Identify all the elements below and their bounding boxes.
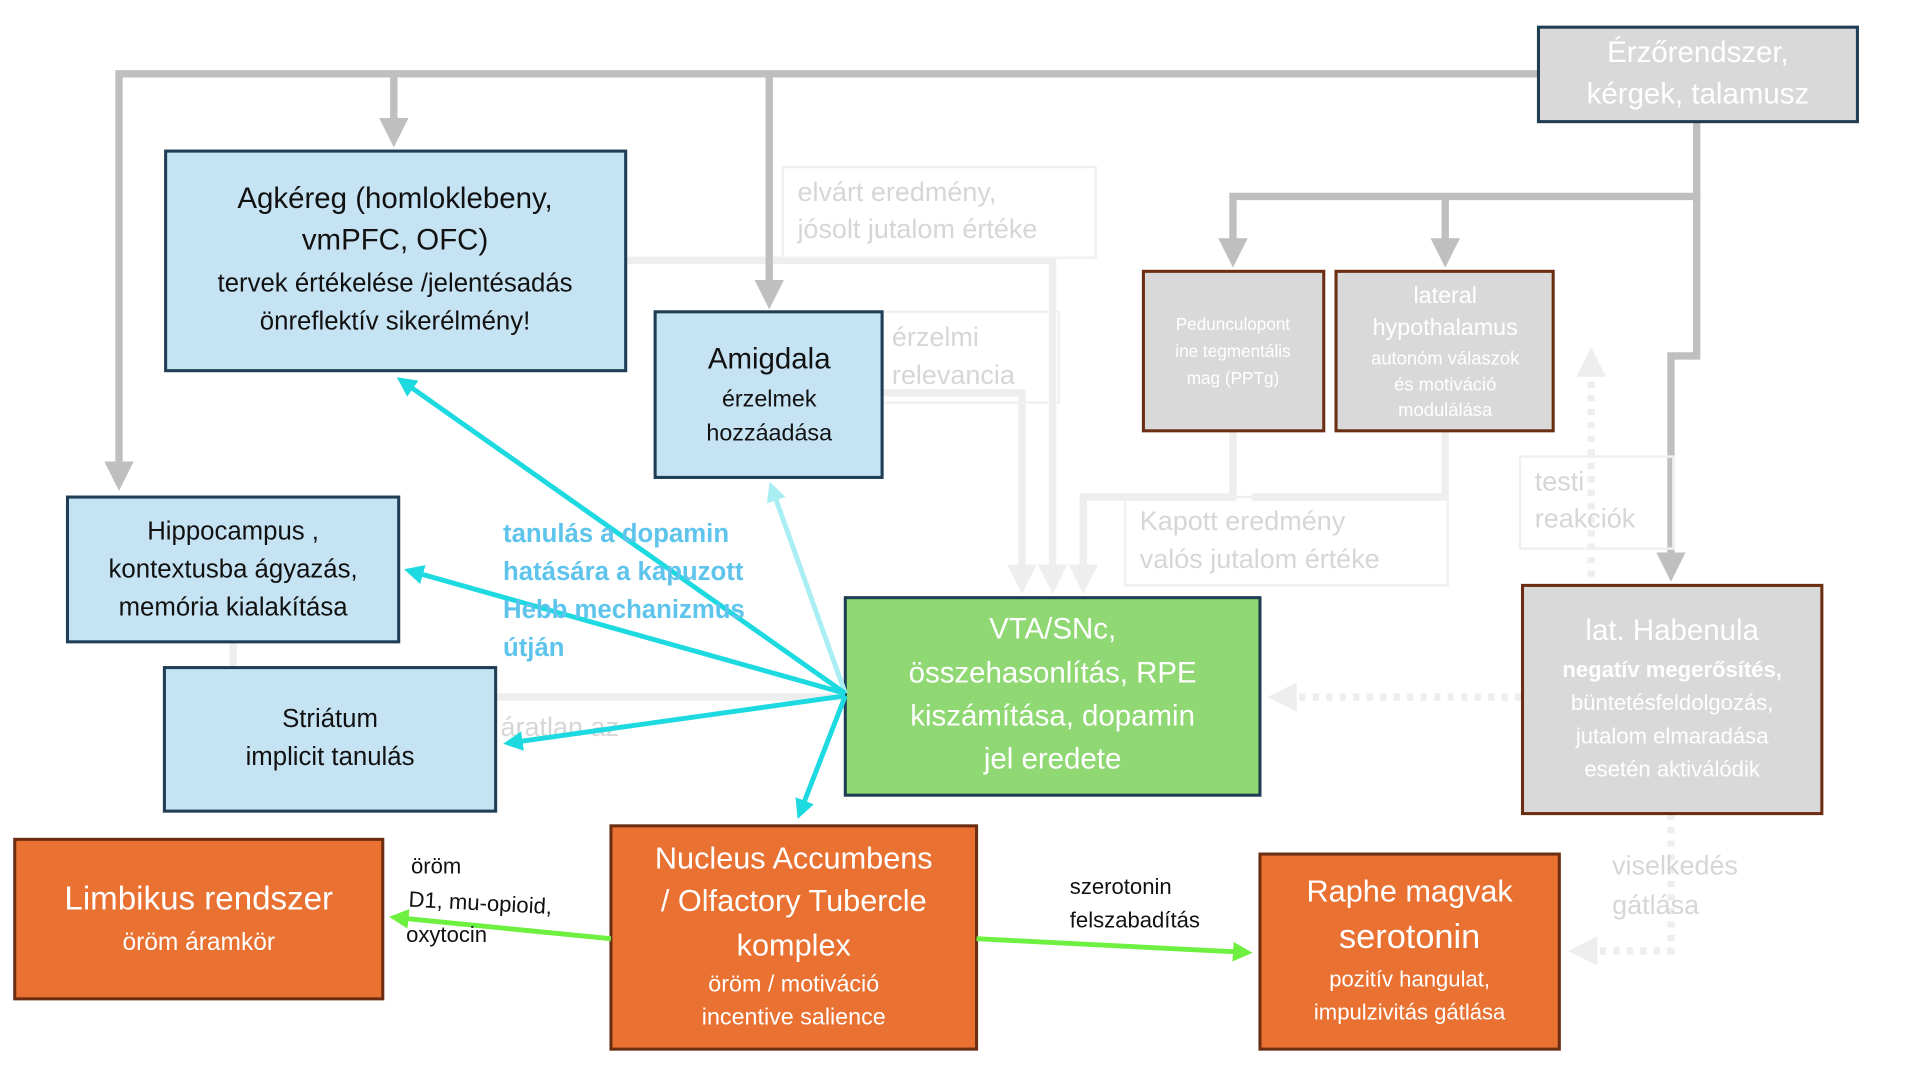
svg-text:oxytocin: oxytocin — [406, 922, 487, 947]
pleasure-label: öröm D1, mu-opioid, oxytocin — [406, 853, 553, 947]
svg-text:esetén aktiválódik: esetén aktiválódik — [1584, 756, 1760, 781]
svg-text:büntetésfeldolgozás,: büntetésfeldolgozás, — [1571, 690, 1774, 715]
svg-text:modulálása: modulálása — [1398, 399, 1493, 420]
arrow-nacc-to-raphe — [976, 936, 1253, 962]
label-received-2: valós jutalom értéke — [1140, 544, 1380, 574]
node-hippocampus: Hippocampus , kontextusba ágyazás, memór… — [65, 495, 401, 644]
svg-text:hypothalamus: hypothalamus — [1373, 314, 1518, 340]
sensory-connectors — [104, 70, 1701, 582]
svg-text:Limbikus rendszer: Limbikus rendszer — [64, 880, 333, 917]
svg-text:incentive salience: incentive salience — [702, 1004, 886, 1030]
svg-text:jel eredete: jel eredete — [983, 743, 1121, 776]
label-behavior-2: gátlása — [1612, 890, 1699, 920]
svg-text:érzelmek: érzelmek — [722, 385, 817, 411]
svg-text:serotonin: serotonin — [1339, 918, 1480, 956]
svg-text:Raphe magvak: Raphe magvak — [1307, 874, 1514, 908]
svg-text:Nucleus Accumbens: Nucleus Accumbens — [655, 841, 933, 875]
svg-text:összehasonlítás, RPE: összehasonlítás, RPE — [909, 657, 1197, 690]
node-sensory: Érzőrendszer, kérgek, talamusz — [1536, 25, 1859, 124]
node-vta: VTA/SNc, összehasonlítás, RPE kiszámítás… — [843, 596, 1262, 797]
svg-text:memória kialakítása: memória kialakítása — [119, 594, 349, 622]
arrow-vta-to-striatum — [503, 693, 846, 751]
svg-text:és motiváció: és motiváció — [1394, 373, 1496, 394]
svg-text:tanulás a dopamin: tanulás a dopamin — [503, 520, 729, 548]
svg-text:tervek értékelése /jelentésadá: tervek értékelése /jelentésadás — [218, 270, 573, 298]
node-hypothalamus: lateral hypothalamus autonóm válaszok és… — [1334, 269, 1555, 433]
arrow-vta-to-cortex — [396, 377, 847, 696]
label-emotional-1: érzelmi — [892, 322, 979, 352]
label-bodily-2: reakciók — [1535, 503, 1636, 533]
svg-text:Pedunculopont: Pedunculopont — [1176, 314, 1291, 334]
svg-text:hatására a kapuzott: hatására a kapuzott — [503, 558, 744, 586]
svg-text:szerotonin: szerotonin — [1070, 874, 1172, 899]
label-emotional-2: relevancia — [892, 360, 1015, 390]
arrow-amygdala-to-vta — [882, 389, 1037, 594]
label-expected-2: jósolt jutalom értéke — [796, 214, 1037, 244]
svg-text:önreflektív sikerélmény!: önreflektív sikerélmény! — [260, 308, 530, 336]
dopamine-arrows — [388, 377, 1253, 962]
svg-text:implicit tanulás: implicit tanulás — [246, 743, 415, 771]
node-amygdala: Amigdala érzelmek hozzáadása — [653, 310, 884, 479]
label-bodily-1: testi — [1535, 467, 1585, 497]
arrow-vta-to-nacc — [795, 694, 848, 820]
svg-text:impulzivitás gátlása: impulzivitás gátlása — [1314, 999, 1506, 1024]
svg-text:Érzőrendszer,: Érzőrendszer, — [1607, 36, 1789, 69]
svg-text:Hippocampus ,: Hippocampus , — [147, 517, 319, 545]
svg-text:jutalom elmaradása: jutalom elmaradása — [1575, 723, 1769, 748]
serotonin-label: szerotonin felszabadítás — [1070, 874, 1200, 932]
arrow-hypothalamus-to-vta — [1251, 430, 1449, 501]
node-cortex: Agkéreg (homloklebeny, vmPFC, OFC) terve… — [164, 149, 628, 373]
svg-text:kontextusba ágyazás,: kontextusba ágyazás, — [109, 555, 358, 583]
svg-text:vmPFC, OFC): vmPFC, OFC) — [302, 224, 488, 257]
arrow-sensory-to-hippocampus — [104, 70, 1539, 491]
svg-text:komplex: komplex — [737, 928, 851, 962]
svg-text:lat. Habenula: lat. Habenula — [1585, 614, 1759, 647]
node-pptg: Pedunculopont ine tegmentális mag (PPTg) — [1141, 269, 1326, 433]
node-raphe: Raphe magvak serotonin pozitív hangulat,… — [1258, 852, 1561, 1051]
svg-text:Hebb mechanizmus: Hebb mechanizmus — [503, 596, 745, 624]
faint-connectors — [229, 256, 1675, 966]
svg-text:útján: útján — [503, 634, 565, 662]
svg-text:öröm áramkör: öröm áramkör — [122, 929, 275, 956]
label-received-1: Kapott eredmény — [1140, 506, 1346, 536]
svg-text:Amigdala: Amigdala — [708, 343, 831, 376]
node-habenula: lat. Habenula negatív megerősítés, bünte… — [1520, 583, 1824, 816]
arrow-nacc-to-limbic — [388, 909, 612, 942]
svg-text:kérgek, talamusz: kérgek, talamusz — [1587, 78, 1810, 111]
svg-text:öröm / motiváció: öröm / motiváció — [708, 970, 879, 996]
svg-text:felszabadítás: felszabadítás — [1070, 907, 1200, 932]
arrow-vta-to-amygdala — [766, 481, 848, 695]
svg-text:öröm: öröm — [411, 853, 461, 878]
arrow-habenula-to-raphe — [1567, 813, 1675, 966]
svg-text:pozitív hangulat,: pozitív hangulat, — [1329, 966, 1490, 991]
svg-text:hozzáadása: hozzáadása — [706, 420, 832, 446]
learning-label: tanulás a dopamin hatására a kapuzott He… — [503, 520, 745, 662]
svg-text:autonóm válaszok: autonóm válaszok — [1371, 348, 1520, 369]
node-striatum: Striátum implicit tanulás — [162, 666, 498, 813]
svg-text:ine tegmentális: ine tegmentális — [1175, 341, 1290, 361]
svg-text:Striátum: Striátum — [282, 705, 378, 733]
svg-text:negatív megerősítés,: negatív megerősítés, — [1562, 657, 1782, 682]
svg-text:D1, mu-opioid,: D1, mu-opioid, — [408, 887, 553, 919]
svg-text:lateral: lateral — [1413, 282, 1476, 308]
svg-text:mag (PPTg): mag (PPTg) — [1187, 368, 1279, 388]
svg-text:VTA/SNc,: VTA/SNc, — [989, 613, 1116, 646]
node-nacc: Nucleus Accumbens / Olfactory Tubercle k… — [609, 824, 979, 1051]
label-behavior-1: viselkedés — [1612, 851, 1738, 881]
arrow-vta-to-hippocampus — [403, 565, 846, 696]
arrow-sensory-to-pptg — [1218, 121, 1701, 268]
arrow-sensory-to-habenula — [1656, 196, 1701, 582]
svg-text:kiszámítása, dopamin: kiszámítása, dopamin — [910, 700, 1195, 733]
label-expected-1: elvárt eredmény, — [797, 177, 996, 207]
node-limbic: Limbikus rendszer öröm áramkör — [13, 837, 385, 1001]
faint-labels: elvárt eredmény, jósolt jutalom értéke é… — [501, 165, 1738, 920]
svg-text:Agkéreg (homloklebeny,: Agkéreg (homloklebeny, — [237, 182, 552, 215]
svg-text:/ Olfactory Tubercle: / Olfactory Tubercle — [661, 884, 927, 918]
